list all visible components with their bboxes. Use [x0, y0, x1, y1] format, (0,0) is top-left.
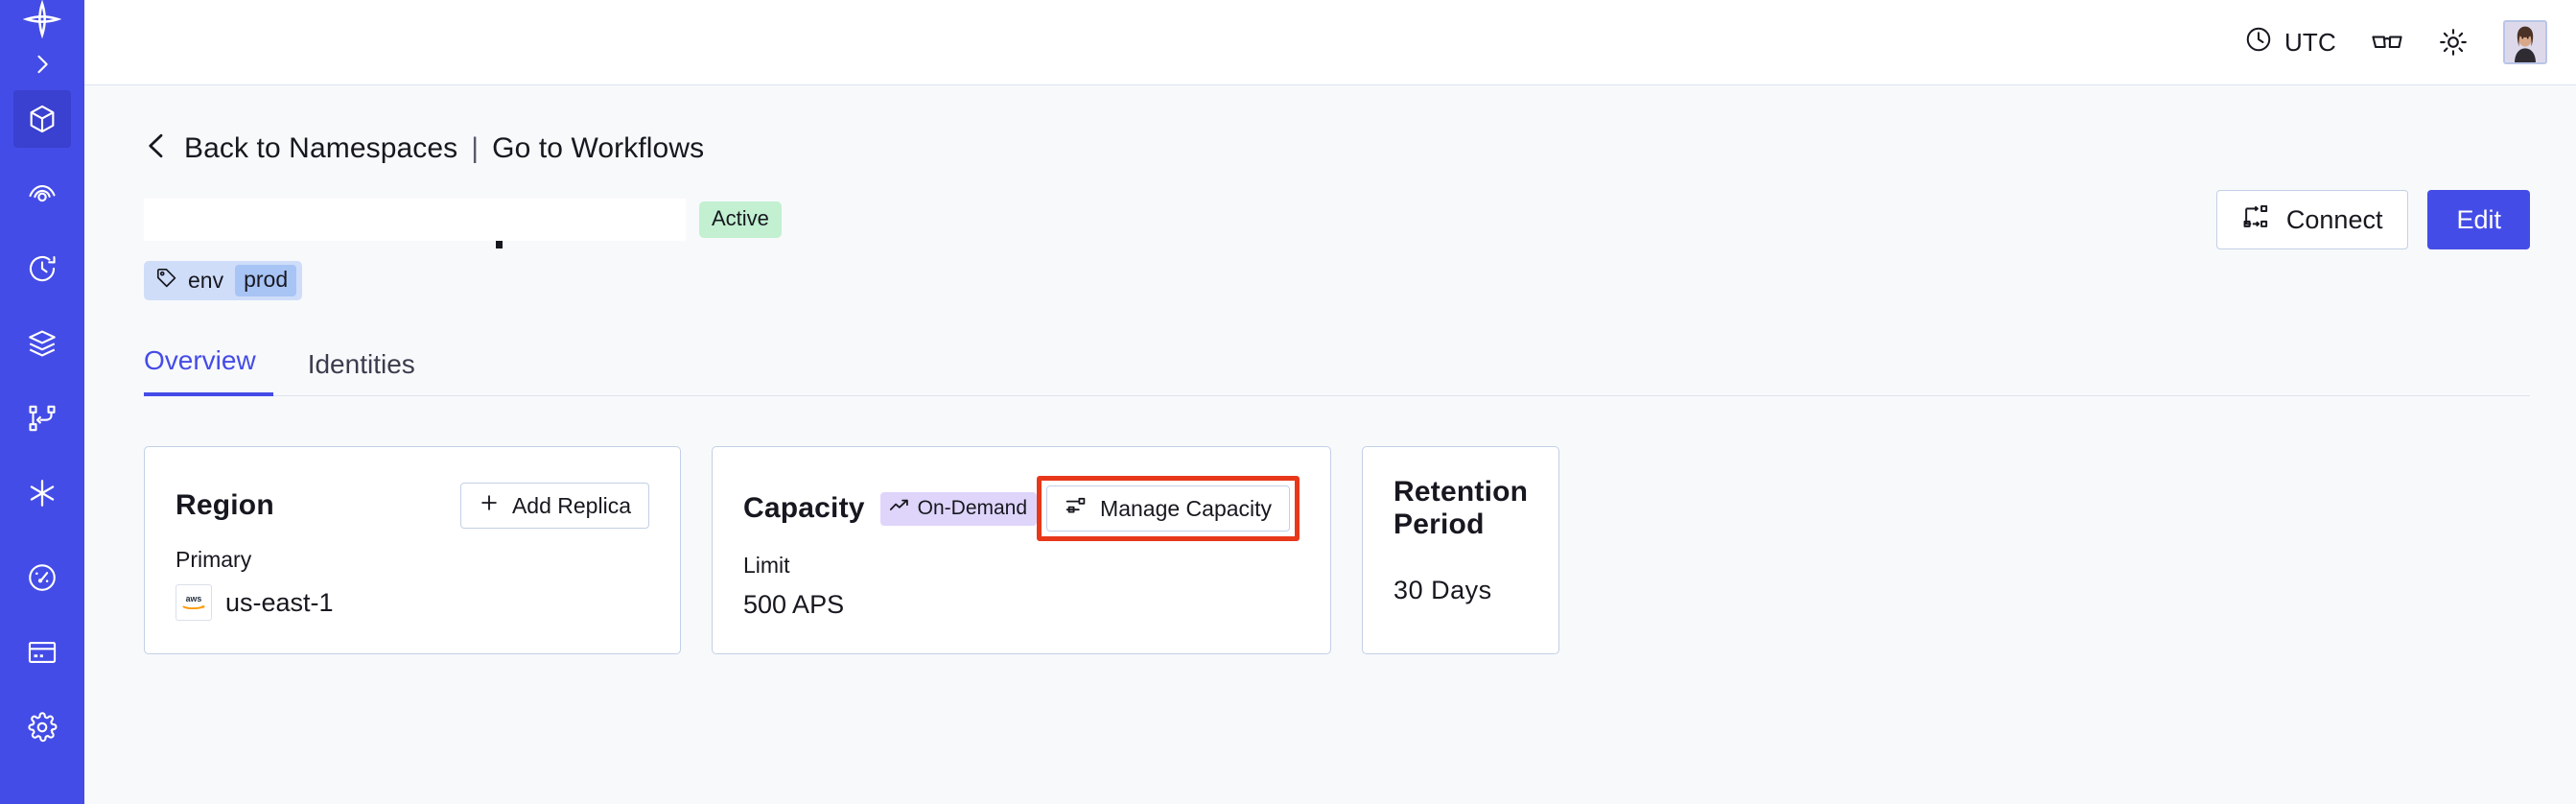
workflow-connect-icon: [2242, 203, 2271, 237]
breadcrumb-workflows-link[interactable]: Go to Workflows: [492, 131, 705, 164]
edit-button[interactable]: Edit: [2427, 190, 2530, 249]
retention-value: 30 Days: [1393, 576, 1492, 604]
overview-cards: Region Add Replica: [144, 446, 2530, 654]
connect-button-label: Connect: [2285, 204, 2383, 234]
tab-identities[interactable]: Identities: [307, 349, 415, 379]
manage-capacity-button[interactable]: Manage Capacity: [1046, 485, 1291, 532]
svg-text:aws: aws: [186, 594, 202, 603]
main-area: UTC: [84, 0, 2576, 804]
manage-capacity-label: Manage Capacity: [1100, 495, 1273, 521]
region-value: us-east-1: [225, 587, 334, 617]
capacity-value: 500 APS: [743, 590, 845, 619]
region-card-title: Region: [176, 489, 274, 521]
capacity-sub-label: Limit: [743, 553, 790, 578]
sidebar-item-usage[interactable]: [13, 549, 71, 606]
sidebar-item-history[interactable]: [13, 240, 71, 297]
connect-button[interactable]: Connect: [2215, 190, 2409, 249]
clock-icon: [2244, 25, 2273, 60]
retention-card: Retention Period 30 Days: [1362, 446, 1560, 654]
breadcrumb: Back to Namespaces | Go to Workflows: [130, 85, 2530, 165]
glasses-icon[interactable]: [2371, 28, 2403, 57]
region-sub-label: Primary: [176, 547, 252, 572]
gear-icon: [26, 711, 59, 744]
capacity-mode-badge: On-Demand: [879, 491, 1038, 526]
namespace-header: Active: [130, 165, 2530, 249]
status-badge: Active: [699, 201, 782, 238]
breadcrumb-back-link[interactable]: Back to Namespaces: [184, 131, 458, 164]
timezone-selector[interactable]: UTC: [2244, 25, 2336, 60]
tab-overview[interactable]: Overview: [144, 345, 273, 396]
sidebar-item-nexus[interactable]: [13, 464, 71, 522]
sidebar: [0, 0, 84, 804]
trend-up-icon: [889, 497, 910, 520]
namespace-tag[interactable]: env prod: [144, 261, 303, 300]
plus-icon: [479, 492, 500, 519]
sidebar-item-schedules[interactable]: [13, 390, 71, 447]
sidebar-expand-button[interactable]: [13, 38, 71, 90]
sidebar-item-batch[interactable]: [13, 315, 71, 372]
branch-icon: [26, 402, 59, 435]
region-card: Region Add Replica: [144, 446, 681, 654]
breadcrumb-separator: |: [471, 131, 480, 164]
user-avatar[interactable]: [2503, 20, 2547, 64]
sidebar-item-help[interactable]: [13, 798, 71, 804]
sidebar-item-settings[interactable]: [13, 698, 71, 756]
clock-arrow-icon: [26, 252, 59, 285]
eye-spiral-icon: [26, 177, 59, 210]
page-title: [144, 199, 686, 248]
sidebar-item-billing[interactable]: [13, 624, 71, 681]
layers-icon: [26, 327, 59, 360]
tag-row: env prod: [130, 249, 2530, 300]
aws-logo: aws: [176, 584, 212, 621]
top-bar: UTC: [84, 0, 2576, 85]
manage-capacity-highlight: Manage Capacity: [1037, 476, 1300, 541]
header-actions: Connect Edit: [2215, 190, 2530, 249]
tab-bar: Overview Identities: [144, 344, 2530, 396]
add-replica-button[interactable]: Add Replica: [459, 483, 649, 529]
capacity-card: Capacity On-Demand: [712, 446, 1332, 654]
tag-value: prod: [235, 265, 297, 296]
capacity-card-title: Capacity: [743, 492, 865, 524]
sidebar-item-namespaces[interactable]: [13, 90, 71, 148]
add-replica-label: Add Replica: [511, 492, 631, 518]
temporal-logo-icon[interactable]: [0, 0, 84, 38]
asterisk-icon: [26, 477, 59, 509]
sidebar-item-observability[interactable]: [13, 165, 71, 223]
retention-card-title: Retention Period: [1393, 476, 1529, 540]
cube-icon: [26, 103, 59, 135]
capacity-mode-label: On-Demand: [917, 496, 1028, 519]
gauge-icon: [26, 561, 59, 594]
edit-button-label: Edit: [2456, 204, 2501, 234]
chevron-left-icon[interactable]: [144, 131, 169, 165]
credit-card-icon: [26, 636, 59, 669]
tag-key: env: [188, 268, 224, 293]
sun-icon[interactable]: [2438, 27, 2469, 58]
tag-icon: [155, 267, 178, 296]
sliders-icon: [1065, 495, 1088, 522]
timezone-label: UTC: [2283, 27, 2336, 57]
content-area: Back to Namespaces | Go to Workflows Act…: [84, 85, 2576, 804]
